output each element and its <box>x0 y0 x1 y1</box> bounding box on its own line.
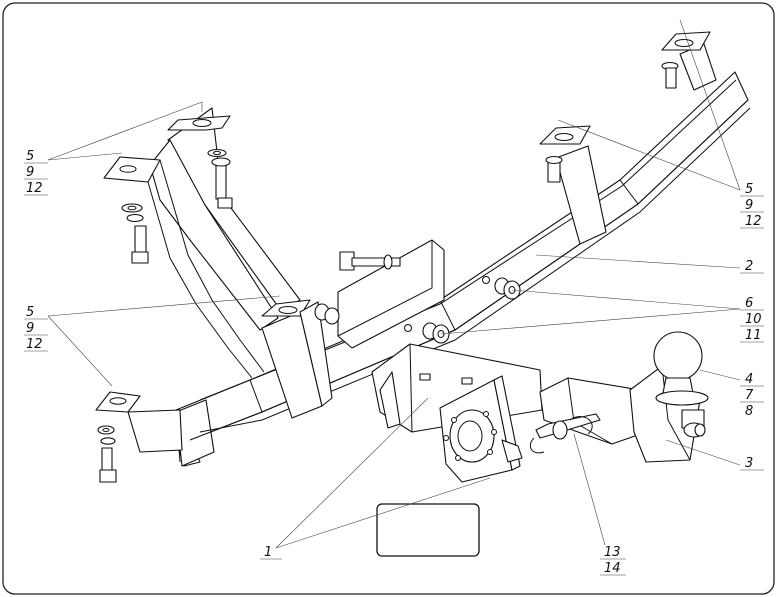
callout-mid-left-5: 5 <box>26 305 34 320</box>
callout-ball-7: 7 <box>745 388 754 403</box>
bolt-left-lower <box>121 203 149 264</box>
callout-top-right-5: 5 <box>745 182 753 197</box>
tow-ball <box>653 331 709 438</box>
nut-washer-group-lower <box>422 322 450 344</box>
callout-top-left-5: 5 <box>26 149 34 164</box>
beam-bracket-right <box>661 31 717 91</box>
mounting-plate-center <box>337 239 445 349</box>
callout-ball-8: 8 <box>745 404 753 419</box>
beam-bracket-left <box>261 299 333 419</box>
callout-bracket: 1 <box>260 545 282 560</box>
callout-bolts-right-11: 11 <box>745 328 762 343</box>
callout-mid-left-12: 12 <box>26 337 43 352</box>
callout-bolts-right: 6 10 11 <box>740 296 764 343</box>
bottom-left-foot <box>95 391 183 483</box>
callout-top-right-12: 12 <box>745 214 762 229</box>
stamp-box <box>376 503 480 557</box>
bolt-left-upper <box>207 148 233 209</box>
callout-top-left-9: 9 <box>26 165 34 180</box>
callout-pin: 13 14 <box>600 545 626 576</box>
callout-beam: 2 <box>740 259 764 274</box>
callout-top-right: 5 9 12 <box>740 182 764 229</box>
callout-bolts-right-10: 10 <box>745 312 762 327</box>
nut-washer-group-left <box>314 303 340 325</box>
long-bolt <box>339 251 401 271</box>
callout-top-left-12: 12 <box>26 181 43 196</box>
socket-plate <box>439 375 523 483</box>
callout-ball-4: 4 <box>745 372 753 387</box>
callout-beam-2: 2 <box>745 259 753 274</box>
callout-insert-3: 3 <box>745 456 753 471</box>
callout-bolts-right-6: 6 <box>745 296 753 311</box>
callout-pin-13: 13 <box>604 545 621 560</box>
callout-insert: 3 <box>740 456 764 471</box>
callout-top-right-9: 9 <box>745 198 753 213</box>
pin-and-clip <box>529 413 601 454</box>
callout-ball: 4 7 8 <box>740 372 764 419</box>
callout-pin-14: 14 <box>604 561 621 576</box>
callout-top-left: 5 9 12 <box>24 149 48 196</box>
left-side-arm <box>103 107 301 379</box>
callout-mid-left: 5 9 12 <box>24 305 48 352</box>
leader-lines <box>47 19 741 549</box>
callout-mid-left-9: 9 <box>26 321 34 336</box>
beam-bracket-center <box>539 125 607 245</box>
callout-bracket-1: 1 <box>264 545 272 560</box>
